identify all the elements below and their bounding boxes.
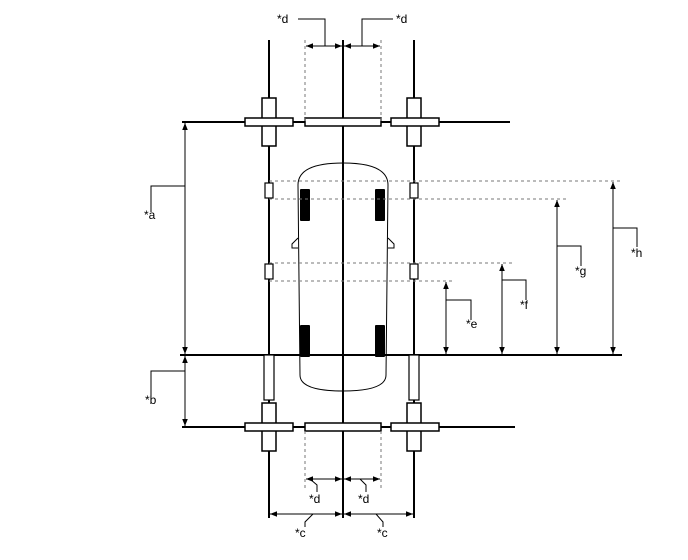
label-d-top-right: *d [396,12,407,26]
label-e: *e [466,317,478,331]
label-a: *a [144,208,156,222]
dashed-extension-lines [269,40,620,490]
label-d-bottom-right: *d [358,492,369,506]
label-g: *g [575,264,586,278]
center-bar-bottom [304,422,382,432]
cross-top-left [244,97,294,147]
dimension-arrows [182,43,616,517]
cross-markers [244,97,440,452]
wheel-rear-right [375,325,385,357]
rail-marker-boxes [263,182,420,401]
cross-top-right [390,97,440,147]
cross-bottom-left [244,402,294,452]
wheel-rear-left [300,325,310,357]
dimension-labels: *d *d *a *b *e *f *g *h *d *d *c *c [144,12,642,540]
label-d-top-left: *d [277,12,288,26]
cross-bottom-right [390,402,440,452]
label-c-left: *c [295,526,306,540]
leader-lines [150,18,638,527]
label-h: *h [631,246,642,260]
horizontal-reference-lines [180,121,622,428]
wheel-front-left [300,189,310,221]
center-bar-top [304,117,382,127]
wheel-front-right [375,189,385,221]
vehicle-outline [291,162,395,392]
label-d-bottom-left: *d [309,492,320,506]
label-f: *f [520,298,529,312]
label-c-right: *c [377,526,388,540]
label-b: *b [145,393,157,407]
vertical-rails [268,40,415,518]
